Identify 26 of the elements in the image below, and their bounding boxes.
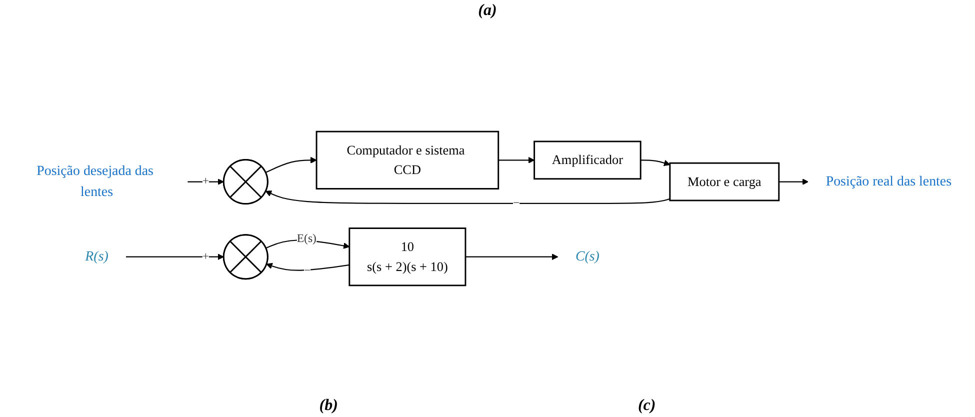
panel-label: (a): [478, 2, 497, 20]
edge-label: −: [513, 196, 520, 210]
arrow: [265, 190, 670, 204]
arrow: [266, 262, 350, 271]
arrow: [465, 254, 558, 260]
node-box: Computador e sistema CCD: [316, 130, 500, 190]
edge-label: +: [202, 250, 209, 263]
edge-label: −: [304, 264, 311, 277]
panel-label: (c): [638, 397, 656, 415]
edge-label: E(s): [296, 232, 316, 246]
arrow: [778, 178, 809, 185]
arrow: [640, 160, 670, 166]
node-text: Posição real das lentes: [826, 174, 952, 189]
node-box: Amplificador: [534, 140, 642, 180]
node-box: Motor e carga: [669, 162, 780, 202]
node-text: R(s): [85, 248, 108, 264]
edge-label: +: [202, 175, 209, 188]
arrow: [266, 240, 350, 249]
node-box: 10 s(s + 2)(s + 10): [348, 228, 466, 286]
panel-label: (b): [319, 397, 338, 415]
arrow: [498, 156, 535, 164]
arrow: [265, 156, 317, 173]
arrow: [188, 178, 224, 185]
node-text: Posição desejada das lentes: [36, 163, 154, 200]
arrow: [126, 254, 224, 260]
node-text: C(s): [575, 248, 600, 264]
